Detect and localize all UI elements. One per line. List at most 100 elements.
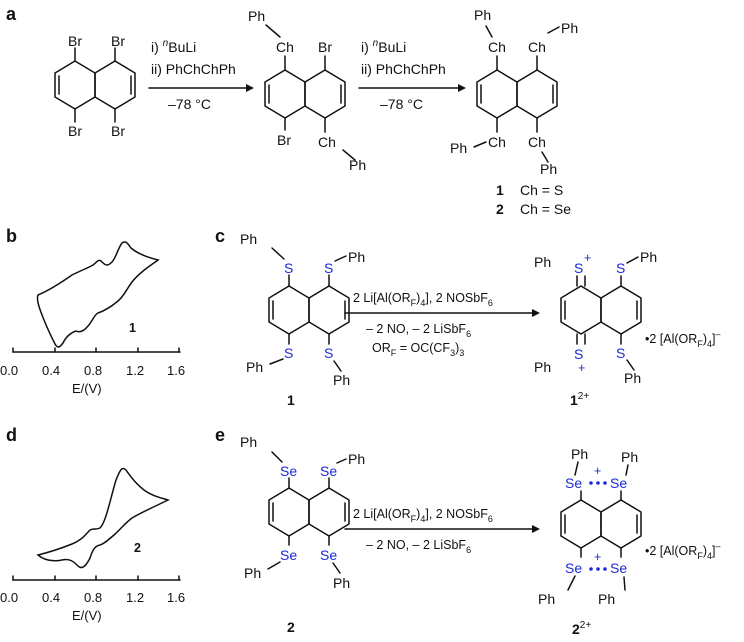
selenium-label: Se	[610, 475, 627, 491]
selenium-label: Se	[565, 475, 582, 491]
condition-line-2: – 2 NO, – 2 LiSbF6	[366, 538, 471, 555]
reagent-step-2: ii) PhChChPh	[151, 61, 236, 77]
condition-line-2: – 2 NO, – 2 LiSbF6	[366, 322, 471, 339]
panel-label-d: d	[6, 425, 17, 445]
reagent-step-2: ii) PhChChPh	[361, 61, 446, 77]
compound-1-dication-structure: Ph S + S Ph S + S Ph Ph 12+	[534, 249, 657, 408]
compound-legend: 1 Ch = S 2 Ch = Se	[496, 182, 571, 217]
compound-number: 1	[287, 392, 295, 408]
phenyl-label: Ph	[240, 231, 257, 247]
axis-tick: 1.2	[126, 363, 144, 378]
sulfur-label: S	[616, 260, 625, 276]
chalcogen-label: Ch	[528, 134, 546, 150]
chalcogen-label: Ch	[318, 134, 336, 150]
counterion-label: •2 [Al(ORF)4]–	[645, 541, 721, 561]
phenyl-label: Ph	[534, 359, 551, 375]
compound-number: 1	[496, 182, 504, 198]
three-electron-bond-dot	[589, 567, 593, 571]
br-label: Br	[277, 132, 291, 148]
compound-number: 2	[496, 201, 504, 217]
phenyl-label: Ph	[349, 157, 366, 173]
sulfonium-label: S	[574, 260, 583, 276]
positive-charge: +	[594, 464, 601, 478]
compound-number: 22+	[572, 620, 591, 637]
chalcogen-label: Ch	[488, 39, 506, 55]
phenyl-label: Ph	[571, 446, 588, 462]
oxidation-arrow-c: 2 Li[Al(ORF)4], 2 NOSbF6 – 2 NO, – 2 LiS…	[344, 291, 540, 358]
sulfur-label: S	[284, 260, 293, 276]
condition-line-3: ORF = OC(CF3)3	[372, 341, 464, 358]
reagent-step-1: i) nBuLi	[151, 38, 196, 55]
br-label: Br	[318, 39, 332, 55]
chalcogen-label: Ch	[488, 134, 506, 150]
cv-compound-label: 1	[129, 321, 136, 335]
phenyl-label: Ph	[450, 140, 467, 156]
compound-number: 2	[287, 619, 295, 635]
positive-charge: +	[584, 251, 591, 265]
phenyl-label: Ph	[534, 254, 551, 270]
compound-2-dication-structure: Ph Ph Se + Se Se + Se Ph Ph 22+	[538, 446, 642, 637]
positive-charge: +	[594, 550, 601, 564]
axis-tick: 1.2	[126, 590, 144, 605]
three-electron-bond-dot	[596, 481, 600, 485]
axis-tick: 0.8	[84, 363, 102, 378]
br-label: Br	[111, 123, 125, 139]
condition-line-1: 2 Li[Al(ORF)4], 2 NOSbF6	[353, 507, 493, 524]
phenyl-label: Ph	[538, 591, 555, 607]
phenyl-label: Ph	[240, 434, 257, 450]
legend-text: Ch = Se	[520, 201, 571, 217]
phenyl-label: Ph	[624, 370, 641, 386]
selenium-label: Se	[280, 547, 297, 563]
positive-charge: +	[578, 361, 585, 375]
sulfur-label: S	[324, 345, 333, 361]
counterion-label: •2 [Al(ORF)4]–	[645, 329, 721, 349]
temperature-label: –78 °C	[168, 96, 211, 112]
phenyl-label: Ph	[474, 7, 491, 23]
phenyl-label: Ph	[333, 372, 350, 388]
cv-compound-label: 2	[134, 541, 141, 555]
axis-label: E/(V)	[72, 381, 102, 396]
panel-label-b: b	[6, 226, 17, 246]
axis-tick: 1.6	[167, 590, 185, 605]
axis-tick: 0.4	[42, 590, 60, 605]
three-electron-bond-dot	[603, 567, 607, 571]
three-electron-bond-dot	[603, 481, 607, 485]
compound-1-structure: Ph S S Ph S S Ph Ph 1	[240, 231, 365, 408]
axis-tick: 0.4	[42, 363, 60, 378]
phenyl-label: Ph	[348, 249, 365, 265]
phenyl-label: Ph	[246, 359, 263, 375]
reaction-arrow-2: i) nBuLi ii) PhChChPh –78 °C	[358, 38, 466, 112]
panel-label-c: c	[215, 226, 225, 246]
reagent-step-1: i) nBuLi	[361, 38, 406, 55]
selenium-label: Se	[320, 463, 337, 479]
selenium-label: Se	[610, 560, 627, 576]
condition-line-1: 2 Li[Al(ORF)4], 2 NOSbF6	[353, 291, 493, 308]
cyclic-voltammogram-1: 1 0.0 0.4 0.8 1.2 1.6 E/(V)	[0, 241, 185, 396]
phenyl-label: Ph	[333, 575, 350, 591]
phenyl-label: Ph	[244, 565, 261, 581]
phenyl-label: Ph	[640, 249, 657, 265]
phenyl-label: Ph	[561, 20, 578, 36]
phenyl-label: Ph	[621, 449, 638, 465]
three-electron-bond-dot	[596, 567, 600, 571]
reaction-arrow-1: i) nBuLi ii) PhChChPh –78 °C	[148, 38, 254, 112]
chalcogen-label: Ch	[528, 39, 546, 55]
sulfur-label: S	[324, 260, 333, 276]
temperature-label: –78 °C	[380, 96, 423, 112]
oxidation-arrow-e: 2 Li[Al(ORF)4], 2 NOSbF6 – 2 NO, – 2 LiS…	[344, 507, 540, 555]
cv-trace	[36, 467, 170, 569]
sulfur-label: S	[616, 345, 625, 361]
axis-tick: 0.8	[84, 590, 102, 605]
tetrabromonaphthalene-structure: Br Br Br Br	[54, 33, 136, 139]
panel-label-a: a	[6, 4, 17, 24]
phenyl-label: Ph	[248, 8, 265, 24]
tetrakis-chalcogen-product-structure: Ph Ch Ch Ph Ch Ch Ph Ph	[450, 7, 578, 177]
dibromo-intermediate-structure: Ph Ch Br Br Ch Ph	[248, 8, 366, 173]
legend-text: Ch = S	[520, 182, 563, 198]
chalcogen-label: Ch	[276, 39, 294, 55]
selenium-label: Se	[565, 560, 582, 576]
panel-label-e: e	[215, 425, 225, 445]
three-electron-bond-dot	[589, 481, 593, 485]
selenium-label: Se	[320, 547, 337, 563]
